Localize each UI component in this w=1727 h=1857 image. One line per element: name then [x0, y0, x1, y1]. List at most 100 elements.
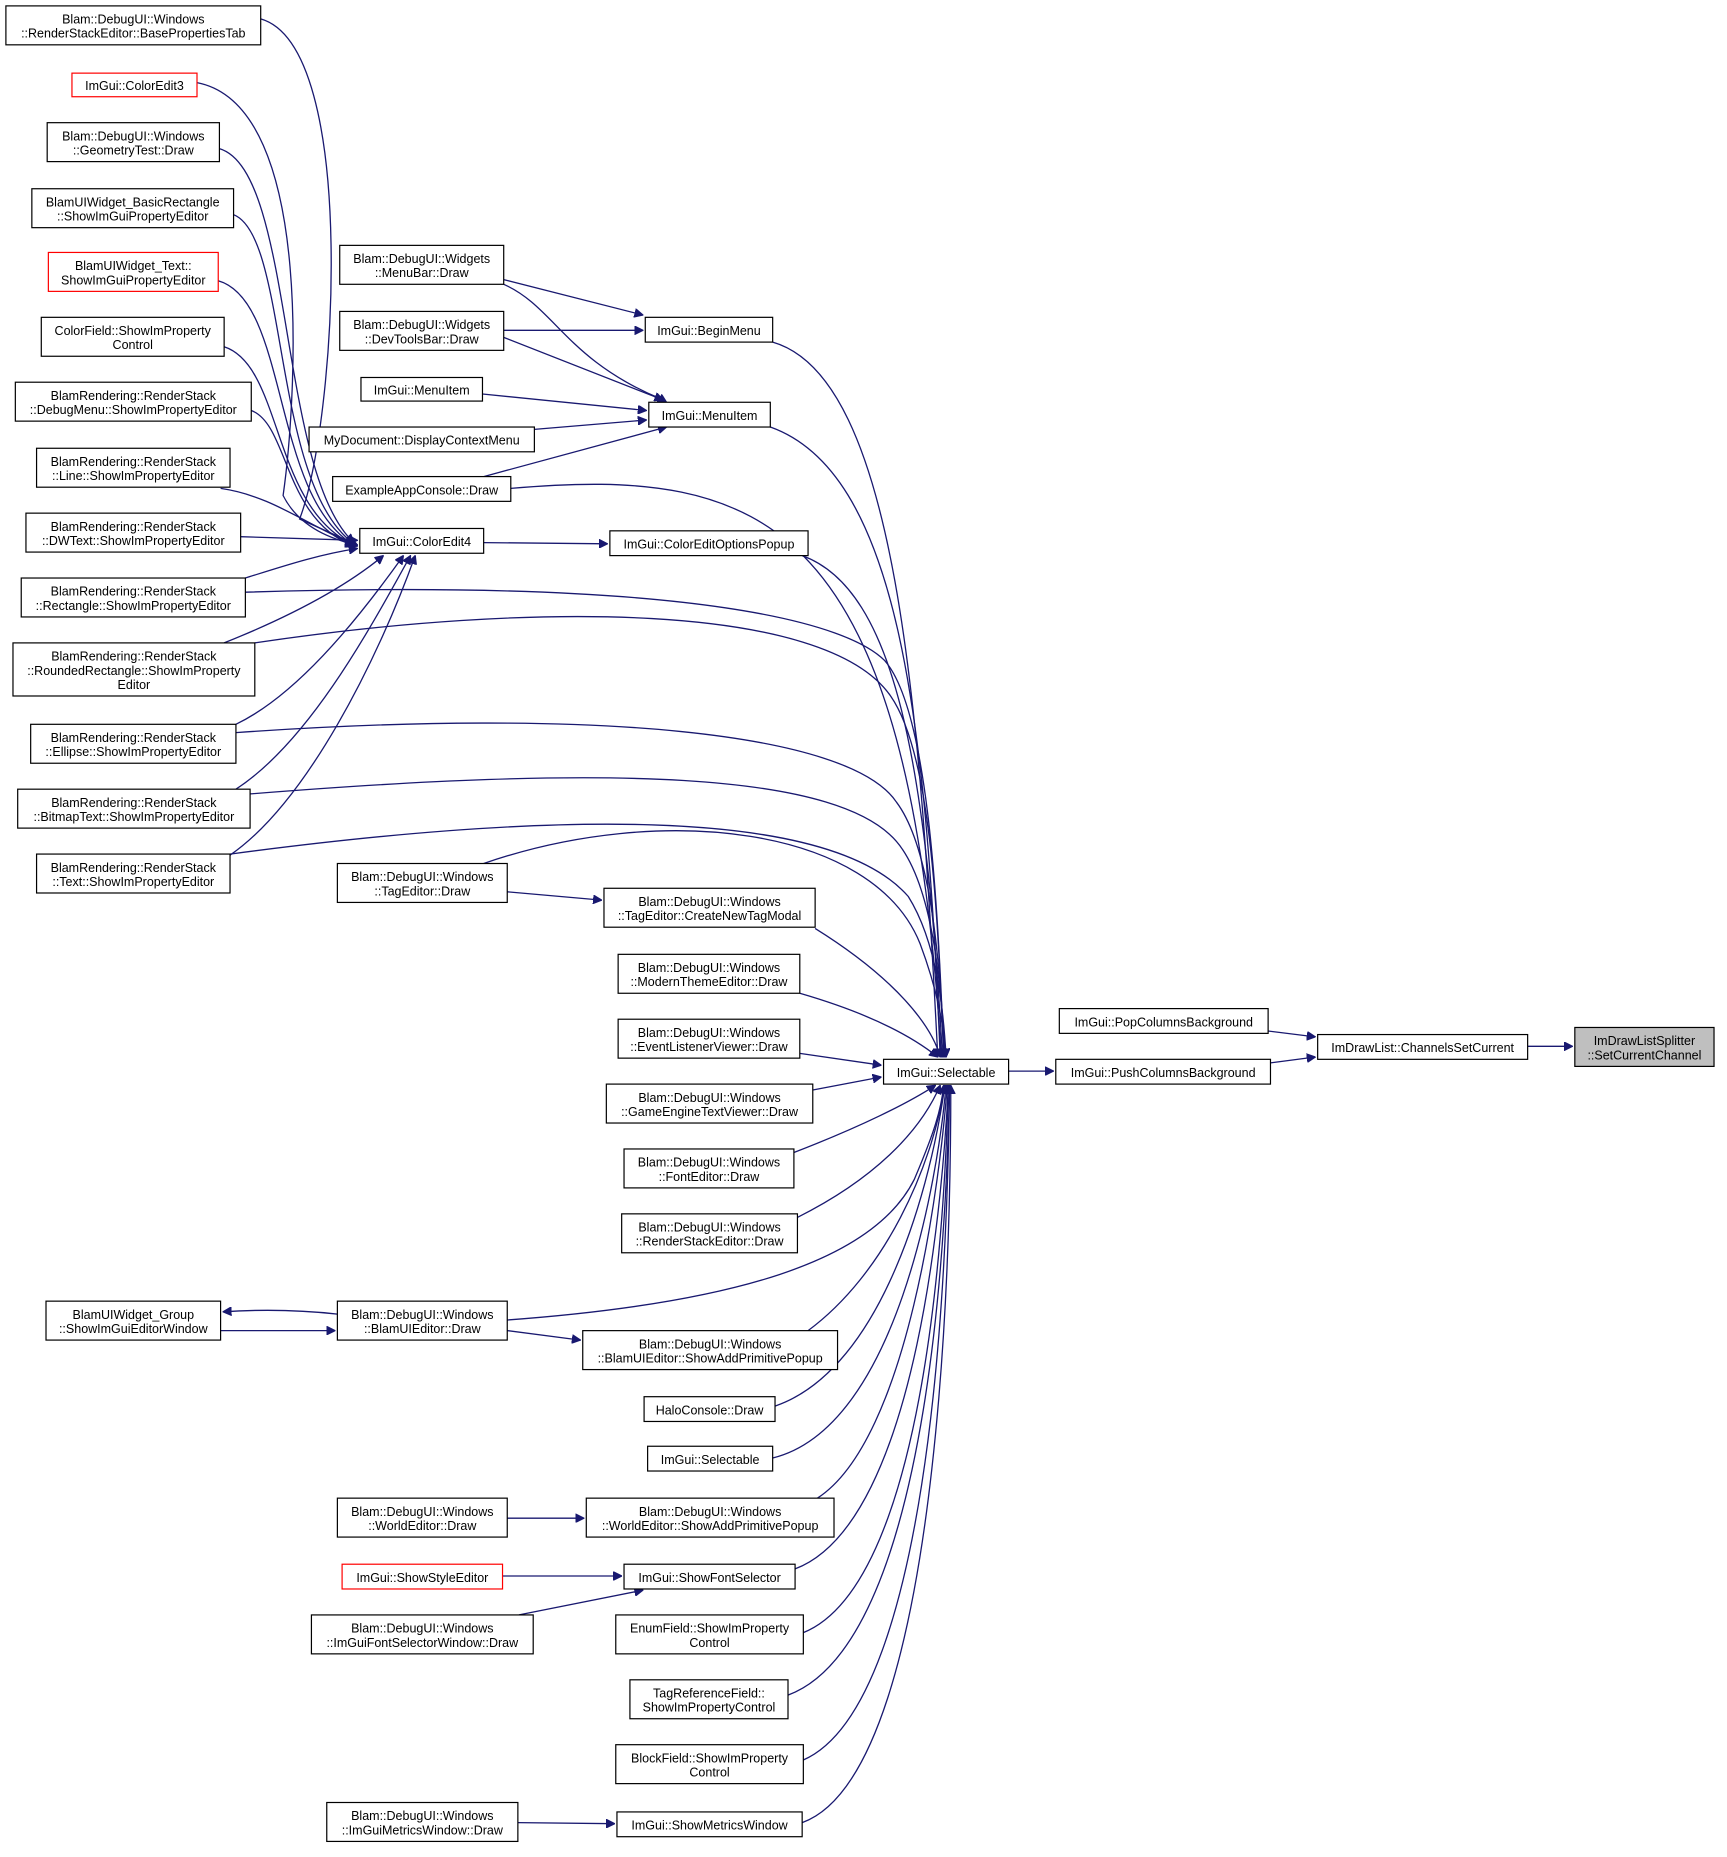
edge-n7-to-n24 [219, 147, 354, 543]
node-box [609, 530, 809, 557]
graph-node[interactable]: BlamRendering::RenderStack::BitmapText::… [17, 788, 251, 829]
graph-node[interactable]: BlamUIWidget_Text::ShowImGuiPropertyEdit… [47, 251, 219, 292]
graph-node[interactable]: Blam::DebugUI::Windows::RenderStackEdito… [621, 1213, 799, 1254]
graph-node[interactable]: ImGui::ShowFontSelector [623, 1563, 796, 1590]
graph-node[interactable]: ImGui::PopColumnsBackground [1058, 1007, 1269, 1034]
graph-node[interactable]: BlamRendering::RenderStack::Ellipse::Sho… [30, 723, 237, 764]
node-box [882, 1058, 1010, 1085]
node-box [605, 1083, 814, 1124]
node-label: ImGui::ShowMetricsWindow [631, 1819, 788, 1833]
graph-node[interactable]: ImGui::Selectable [882, 1058, 1010, 1085]
node-box [45, 1300, 222, 1341]
graph-node[interactable]: ImGui::ColorEdit4 [359, 527, 485, 554]
node-label: ImGui::ShowFontSelector [638, 1571, 780, 1585]
node-label: ::ModernThemeEditor::Draw [630, 975, 788, 989]
node-box [339, 310, 505, 351]
edge-n27-to-n4 [801, 554, 942, 1057]
graph-node[interactable]: Blam::DebugUI::Windows::GeometryTest::Dr… [46, 122, 221, 163]
graph-node[interactable]: ImGui::MenuItem [360, 376, 484, 402]
graph-node[interactable]: BlamUIWidget_Group::ShowImGuiEditorWindo… [45, 1300, 222, 1341]
edge-n21-to-n26 [482, 393, 647, 411]
graph-node[interactable]: Blam::DebugUI::Windows::BlamUIEditor::Dr… [336, 1300, 508, 1341]
graph-node[interactable]: BlamRendering::RenderStack::Text::ShowIm… [35, 853, 231, 894]
graph-node[interactable]: Blam::DebugUI::Windows::TagEditor::Creat… [603, 887, 816, 928]
graph-node[interactable]: Blam::DebugUI::Windows::RenderStackEdito… [5, 5, 262, 46]
graph-node[interactable]: ImGui::Selectable [647, 1445, 774, 1472]
graph-node: ImDrawListSplitter::SetCurrentChannel [1574, 1026, 1715, 1067]
graph-node[interactable]: ImGui::BeginMenu [644, 316, 774, 343]
graph-node[interactable]: BlamRendering::RenderStack::Rectangle::S… [20, 577, 246, 618]
node-label: ImGui::Selectable [661, 1453, 760, 1467]
graph-node[interactable]: Blam::DebugUI::Windows::FontEditor::Draw [623, 1148, 795, 1189]
graph-node[interactable]: ImGui::ShowMetricsWindow [616, 1811, 803, 1838]
graph-node[interactable]: ImGui::MenuItem [648, 401, 771, 428]
node-label: ImGui::ColorEdit4 [372, 535, 471, 549]
node-label: Blam::DebugUI::Windows [638, 1156, 780, 1170]
node-box [1055, 1058, 1272, 1085]
node-label: Blam::DebugUI::Windows [351, 1505, 493, 1519]
node-label: BlamRendering::RenderStack [51, 796, 217, 810]
graph-node[interactable]: EnumField::ShowImPropertyControl [615, 1614, 804, 1655]
graph-node[interactable]: Blam::DebugUI::Windows::EventListenerVie… [617, 1018, 801, 1059]
node-label: Blam::DebugUI::Windows [639, 1505, 781, 1519]
graph-node[interactable]: ImGui::ColorEditOptionsPopup [609, 530, 809, 557]
graph-node[interactable]: Blam::DebugUI::Windows::GameEngineTextVi… [605, 1083, 814, 1124]
graph-node[interactable]: BlamRendering::RenderStack::Line::ShowIm… [35, 447, 231, 488]
node-box [47, 251, 219, 292]
graph-node[interactable]: Blam::DebugUI::Windows::TagEditor::Draw [336, 862, 508, 904]
graph-node[interactable]: ImGui::PushColumnsBackground [1055, 1058, 1272, 1085]
node-label: BlamUIWidget_Text:: [75, 259, 192, 273]
edge-n14-to-n24 [245, 549, 357, 579]
edge-n28-to-n29 [507, 891, 601, 900]
graph-node[interactable]: BlamUIWidget_BasicRectangle::ShowImGuiPr… [31, 188, 235, 229]
graph-node[interactable]: Blam::DebugUI::Windows::BlamUIEditor::Sh… [582, 1330, 839, 1371]
edge-n22-to-n26 [534, 420, 646, 431]
node-label: ShowImGuiPropertyEditor [61, 273, 206, 287]
node-label: ::GameEngineTextViewer::Draw [621, 1105, 799, 1119]
edge-n33-to-n4 [793, 1085, 936, 1154]
node-box [644, 316, 774, 343]
node-label: ::BitmapText::ShowImPropertyEditor [33, 810, 234, 824]
graph-node[interactable]: ImGui::ColorEdit3 [71, 72, 198, 98]
node-label: HaloConsole::Draw [656, 1403, 765, 1417]
node-label: Blam::DebugUI::Windows [351, 1308, 493, 1322]
node-box [308, 426, 535, 453]
graph-node[interactable]: ImGui::ShowStyleEditor [341, 1563, 504, 1590]
node-box [643, 1396, 776, 1423]
graph-node[interactable]: BlamRendering::RenderStack::RoundedRecta… [12, 642, 256, 697]
node-label: ::BlamUIEditor::Draw [364, 1322, 482, 1336]
node-box [339, 244, 505, 285]
graph-node[interactable]: TagReferenceField::ShowImPropertyControl [629, 1679, 789, 1720]
node-label: ImDrawList::ChannelsSetCurrent [1331, 1041, 1514, 1055]
edge-n49-to-n4 [801, 1085, 951, 1824]
node-box [336, 862, 508, 904]
graph-node[interactable]: Blam::DebugUI::Windows::ModernThemeEdito… [617, 953, 801, 994]
node-box [648, 401, 771, 428]
graph-node[interactable]: Blam::DebugUI::Windows::WorldEditor::Sho… [585, 1497, 835, 1538]
node-label: Blam::DebugUI::Windows [351, 1622, 493, 1636]
graph-node[interactable]: Blam::DebugUI::Widgets::MenuBar::Draw [339, 244, 505, 285]
node-label: ImGui::PushColumnsBackground [1071, 1066, 1256, 1080]
graph-node[interactable]: ExampleAppConsole::Draw [332, 475, 512, 502]
node-label: ::TagEditor::CreateNewTagModal [618, 909, 801, 923]
graph-node[interactable]: MyDocument::DisplayContextMenu [308, 426, 535, 453]
graph-node[interactable]: ColorField::ShowImPropertyControl [40, 316, 225, 357]
graph-node[interactable]: BlockField::ShowImPropertyControl [615, 1744, 804, 1785]
node-box [20, 577, 246, 618]
edge-n17-to-n24 [235, 556, 411, 790]
graph-node[interactable]: BlamRendering::RenderStack::DebugMenu::S… [14, 381, 252, 422]
graph-node[interactable]: Blam::DebugUI::Windows::ImGuiFontSelecto… [310, 1614, 534, 1655]
node-label: MyDocument::DisplayContextMenu [324, 434, 520, 448]
graph-node[interactable]: Blam::DebugUI::Windows::ImGuiMetricsWind… [326, 1801, 519, 1843]
graph-node[interactable]: ImDrawList::ChannelsSetCurrent [1317, 1033, 1529, 1060]
graph-node[interactable]: BlamRendering::RenderStack::DWText::Show… [25, 512, 242, 553]
graph-node[interactable]: Blam::DebugUI::Windows::WorldEditor::Dra… [336, 1497, 508, 1538]
node-label: ::RoundedRectangle::ShowImProperty [27, 664, 241, 678]
graph-node[interactable]: Blam::DebugUI::Widgets::DevToolsBar::Dra… [339, 310, 505, 351]
edge-n39-to-n4 [772, 1085, 946, 1459]
graph-node[interactable]: HaloConsole::Draw [643, 1396, 776, 1423]
node-box [71, 72, 198, 98]
node-label: ::BlamUIEditor::ShowAddPrimitivePopup [598, 1351, 823, 1365]
node-label: Blam::DebugUI::Windows [638, 1026, 780, 1040]
edge-n46-to-n4 [787, 1085, 950, 1696]
